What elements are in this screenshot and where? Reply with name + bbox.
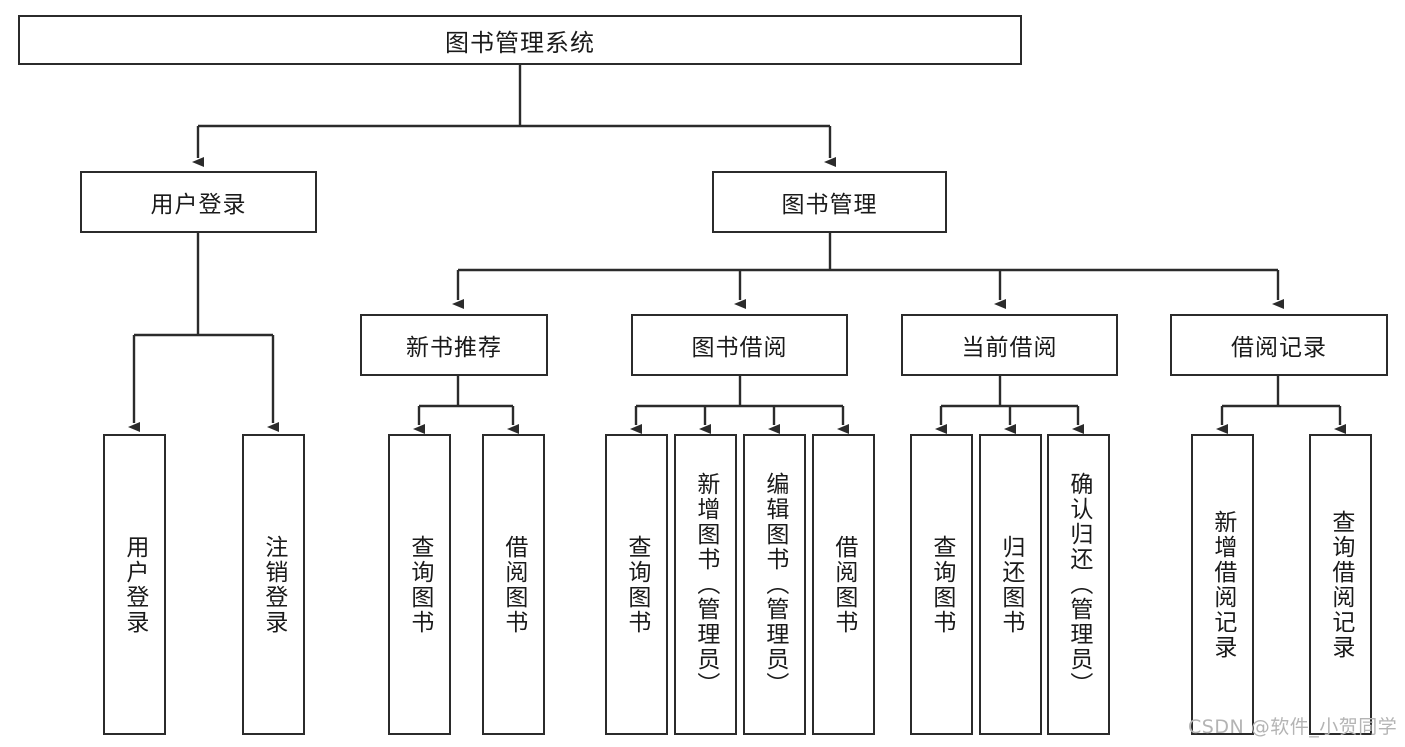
leaf-label: 查询图书 [928,534,955,635]
leaf-return-book[interactable]: 归还图书 [979,434,1042,735]
watermark-text: CSDN @软件_小贺同学 [1188,716,1398,738]
leaf-label: 新增图书（管理员） [692,472,719,697]
leaf-label: 用户登录 [121,534,148,635]
node-book-borrow[interactable]: 图书借阅 [631,314,848,376]
node-book-manage[interactable]: 图书管理 [712,171,947,233]
node-root[interactable]: 图书管理系统 [18,15,1022,65]
leaf-label: 查询借阅记录 [1327,509,1354,660]
node-borrow-record[interactable]: 借阅记录 [1170,314,1388,376]
leaf-user-login[interactable]: 用户登录 [103,434,166,735]
leaf-borrow-book-1[interactable]: 借阅图书 [482,434,545,735]
node-current-borrow[interactable]: 当前借阅 [901,314,1118,376]
leaf-label: 借阅图书 [830,534,857,635]
leaf-logout-login[interactable]: 注销登录 [242,434,305,735]
leaf-query-book-2[interactable]: 查询图书 [605,434,668,735]
leaf-query-book-1[interactable]: 查询图书 [388,434,451,735]
leaf-label: 归还图书 [997,534,1024,635]
leaf-label: 新增借阅记录 [1209,509,1236,660]
leaf-label: 借阅图书 [500,534,527,635]
leaf-edit-book[interactable]: 编辑图书（管理员） [743,434,806,735]
leaf-borrow-book-2[interactable]: 借阅图书 [812,434,875,735]
leaf-label: 确认归还（管理员） [1065,472,1092,697]
leaf-query-borrow-record[interactable]: 查询借阅记录 [1309,434,1372,735]
node-new-book-recommend[interactable]: 新书推荐 [360,314,548,376]
node-user-login[interactable]: 用户登录 [80,171,317,233]
leaf-confirm-return[interactable]: 确认归还（管理员） [1047,434,1110,735]
leaf-add-borrow-record[interactable]: 新增借阅记录 [1191,434,1254,735]
leaf-add-book[interactable]: 新增图书（管理员） [674,434,737,735]
leaf-label: 编辑图书（管理员） [761,472,788,697]
leaf-query-book-3[interactable]: 查询图书 [910,434,973,735]
leaf-label: 查询图书 [406,534,433,635]
leaf-label: 查询图书 [623,534,650,635]
leaf-label: 注销登录 [260,534,287,635]
